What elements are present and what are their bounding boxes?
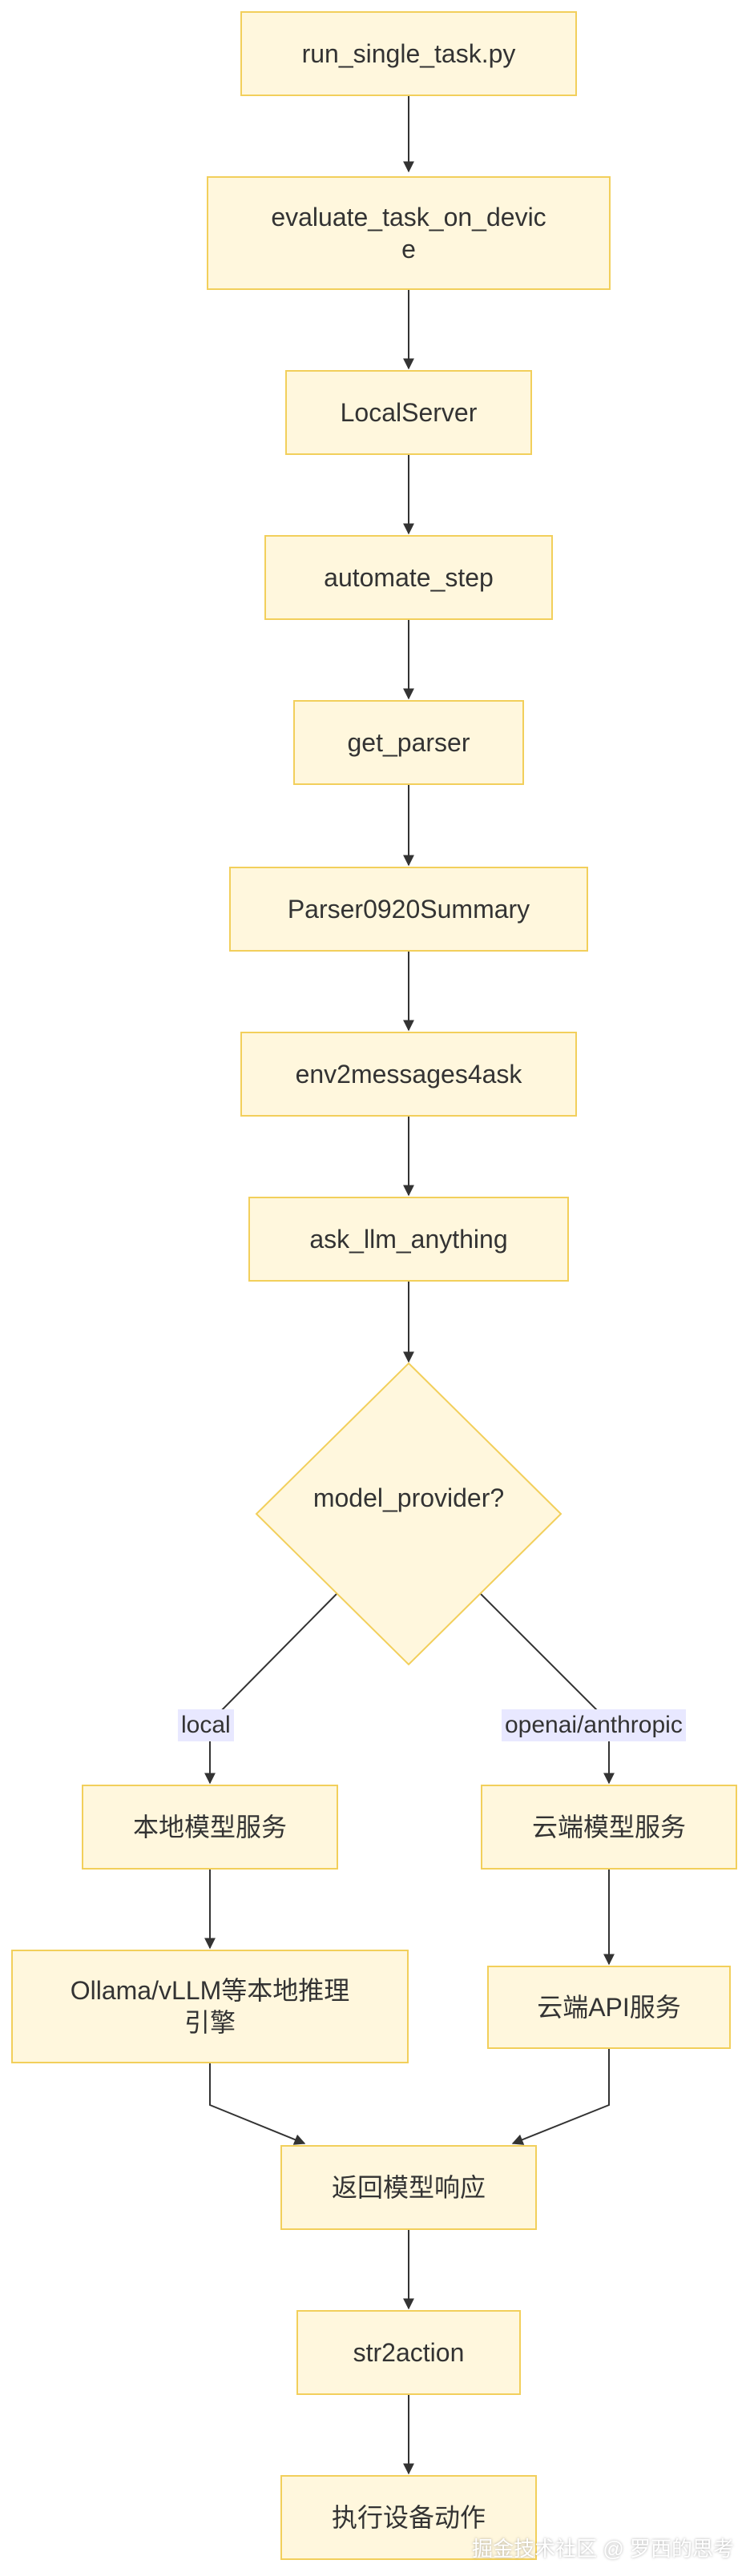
node-local-model-service: 本地模型服务 [82, 1785, 338, 1870]
edge-decision-to-cloud [480, 1593, 615, 1785]
node-local-inference-engine-label: Ollama/vLLM等本地推理 引擎 [70, 1976, 350, 2037]
decision-diamond [255, 1362, 562, 1666]
edge-label-openai-anthropic: openai/anthropic [502, 1709, 686, 1741]
node-ask-llm-anything-label: ask_llm_anything [309, 1225, 508, 1254]
node-cloud-model-service-label: 云端模型服务 [531, 1813, 686, 1841]
node-run-single-task: run_single_task.py [240, 11, 577, 96]
node-parser-summary-label: Parser0920Summary [287, 895, 530, 924]
node-cloud-model-service: 云端模型服务 [481, 1785, 737, 1870]
node-str2action-label: str2action [353, 2338, 465, 2367]
node-get-parser: get_parser [293, 700, 524, 785]
node-local-inference-engine: Ollama/vLLM等本地推理 引擎 [11, 1950, 409, 2063]
node-return-model-response: 返回模型响应 [280, 2145, 537, 2230]
edge-api-to-return [511, 2049, 610, 2145]
node-env2messages4ask-label: env2messages4ask [295, 1060, 522, 1089]
node-evaluate-task-on-device: evaluate_task_on_devic e [207, 176, 611, 290]
node-str2action: str2action [296, 2310, 521, 2395]
node-cloud-api-service: 云端API服务 [487, 1966, 731, 2049]
edge-label-local: local [178, 1709, 234, 1741]
node-local-server: LocalServer [285, 370, 532, 455]
node-execute-device-action-label: 执行设备动作 [331, 2503, 486, 2532]
node-return-model-response-label: 返回模型响应 [331, 2173, 486, 2202]
edge-decision-to-local [204, 1593, 337, 1785]
node-get-parser-label: get_parser [347, 728, 470, 757]
node-run-single-task-label: run_single_task.py [301, 39, 516, 68]
node-local-model-service-label: 本地模型服务 [132, 1813, 287, 1841]
node-parser-summary: Parser0920Summary [229, 867, 588, 952]
node-env2messages4ask: env2messages4ask [240, 1032, 577, 1117]
decision-model-provider-label: model_provider? [312, 1483, 505, 1512]
edge-engine-to-return [209, 2063, 306, 2145]
node-evaluate-task-on-device-label: evaluate_task_on_devic e [271, 203, 546, 264]
node-cloud-api-service-label: 云端API服务 [537, 1993, 681, 2022]
node-ask-llm-anything: ask_llm_anything [248, 1197, 569, 1282]
node-execute-device-action: 执行设备动作 [280, 2475, 537, 2560]
node-automate-step: automate_step [264, 535, 553, 620]
watermark: 掘金技术社区 @ 罗西的思考 [472, 2537, 734, 2561]
node-local-server-label: LocalServer [340, 398, 478, 427]
node-automate-step-label: automate_step [324, 563, 494, 592]
